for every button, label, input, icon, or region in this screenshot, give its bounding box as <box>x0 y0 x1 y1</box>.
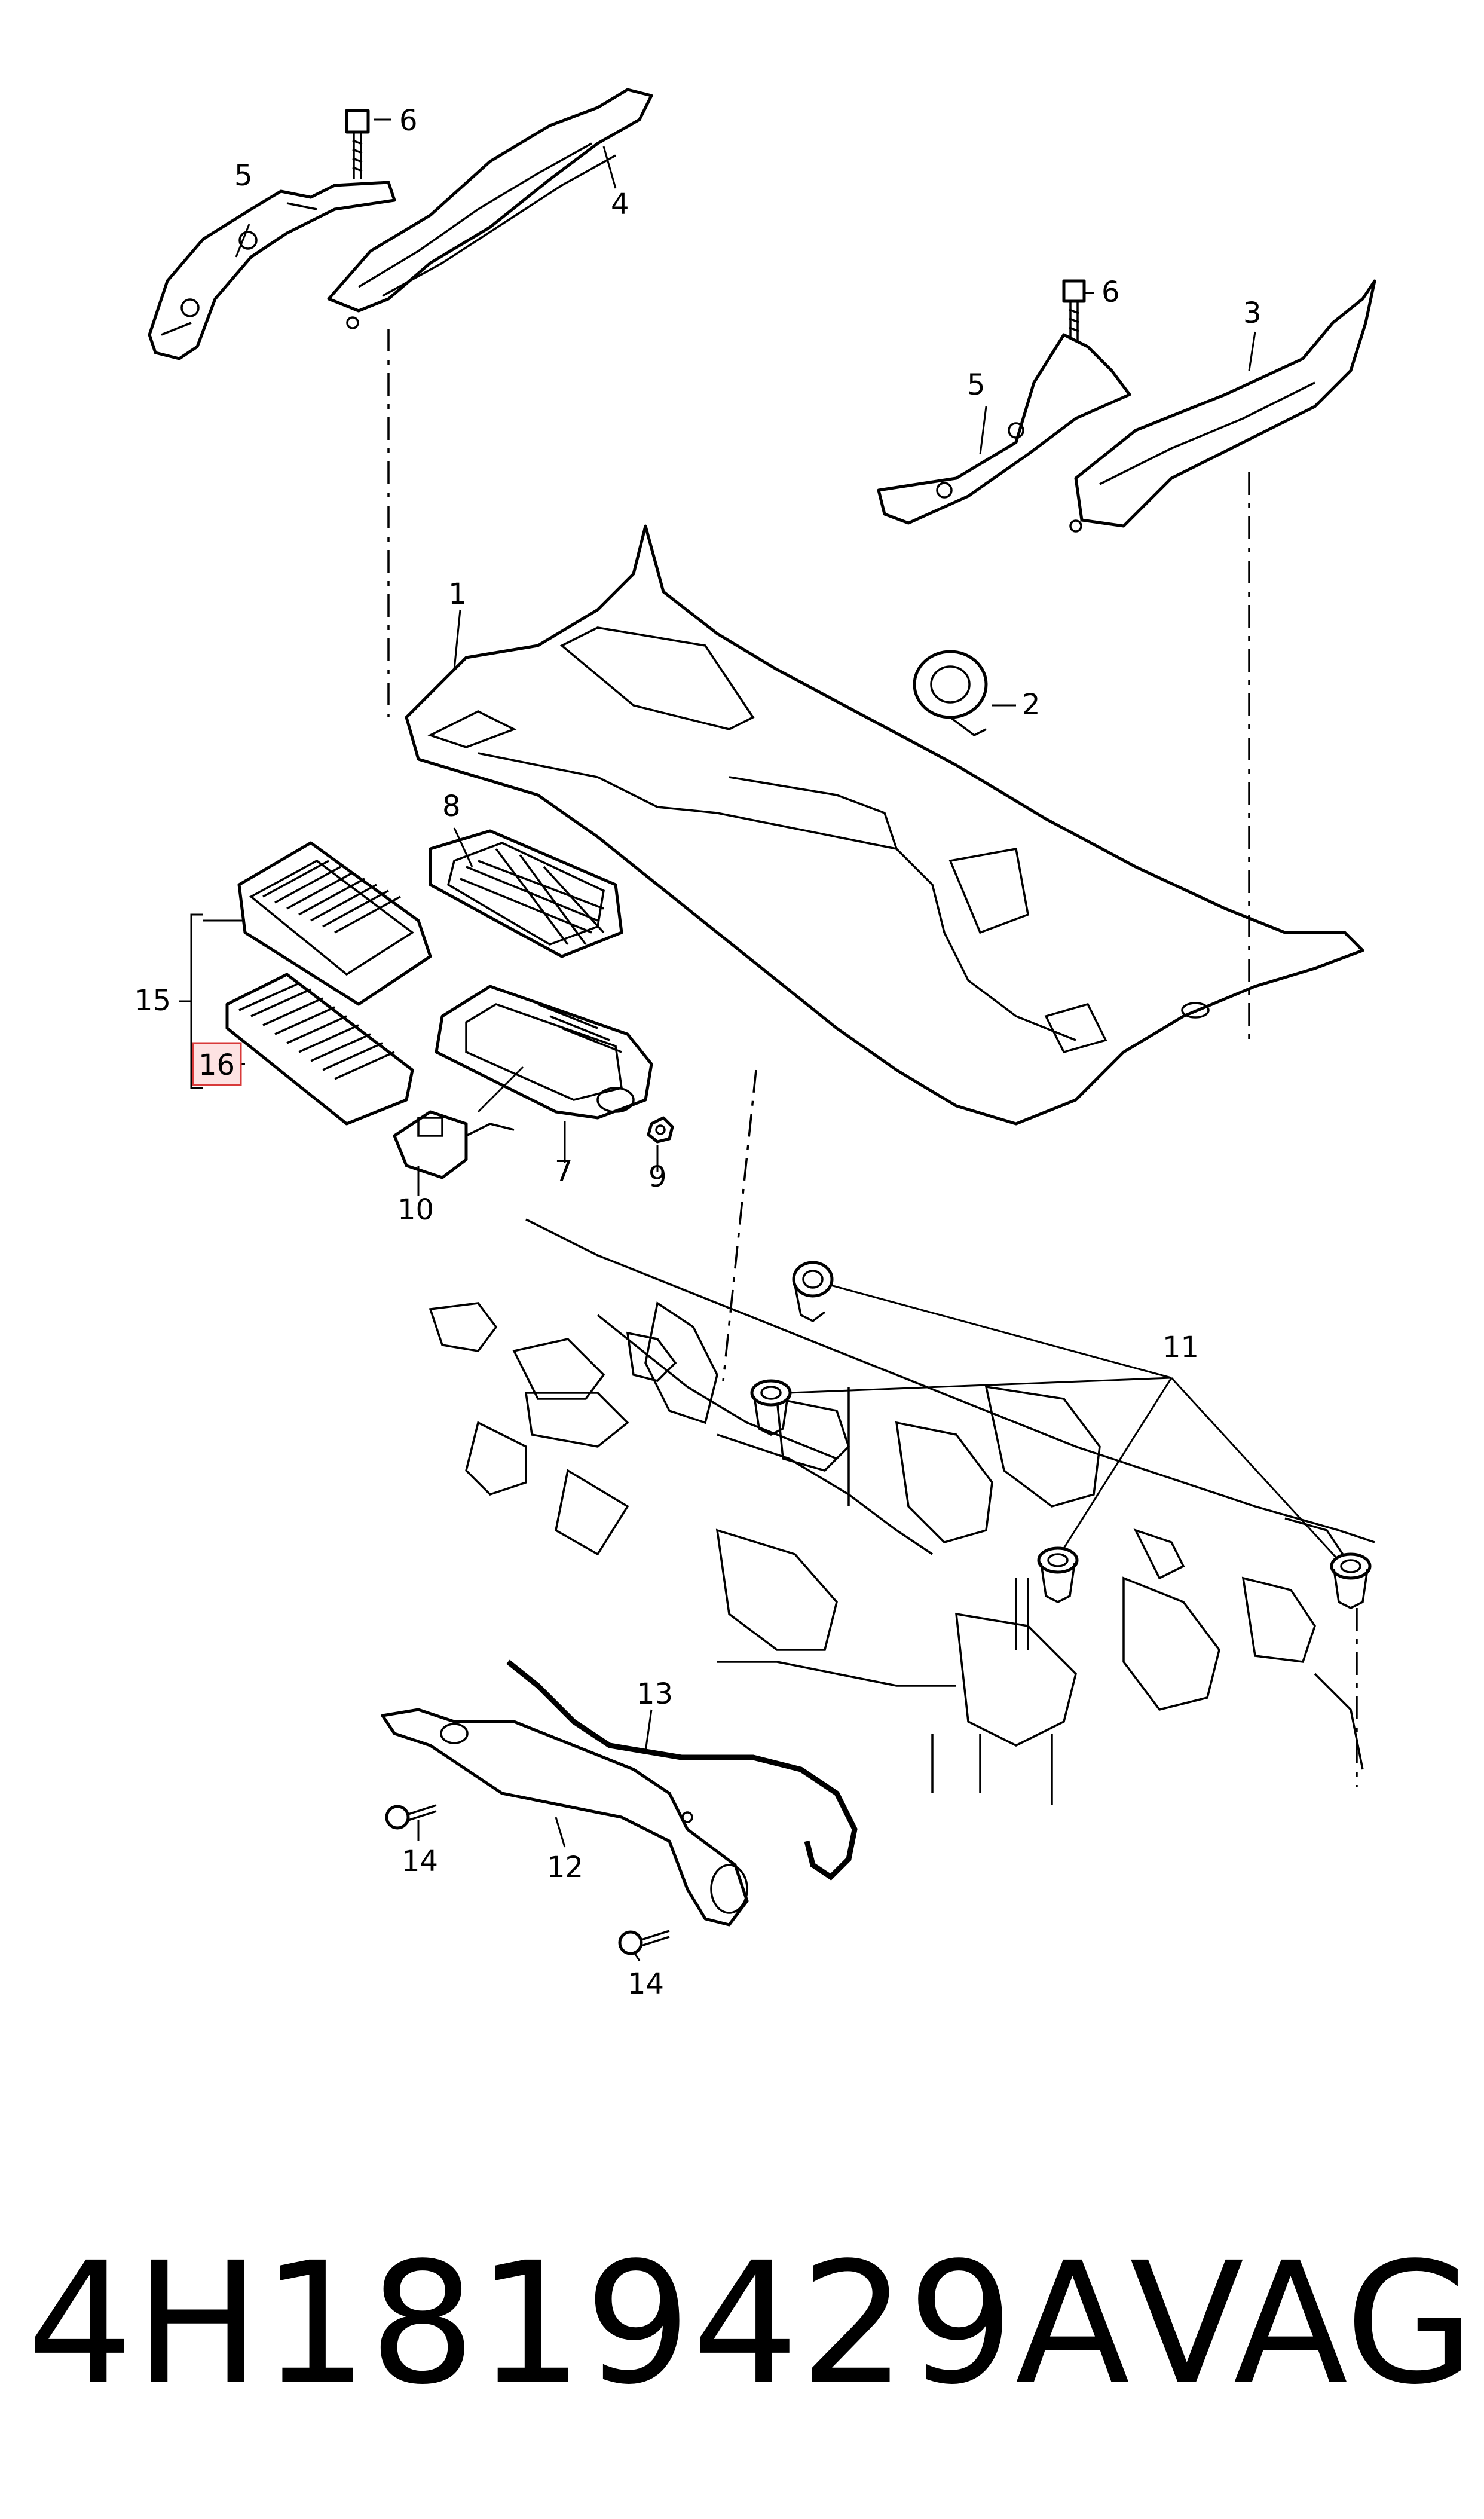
part-4-cover-strip <box>327 88 653 329</box>
callout-8: 8 <box>442 790 461 823</box>
callout-9: 9 <box>648 1160 667 1194</box>
part-2-tape-roll <box>913 650 988 737</box>
part-6-bolt-left <box>345 109 370 179</box>
callout-14-left: 14 <box>402 1845 438 1878</box>
grommet-2 <box>750 1379 792 1436</box>
part-15-cabin-filter <box>237 841 432 1006</box>
callout-6-right: 6 <box>1101 276 1120 309</box>
grommet-1 <box>792 1261 834 1323</box>
callout-10: 10 <box>397 1193 434 1227</box>
callout-7: 7 <box>555 1154 573 1188</box>
part-11-grommets <box>750 1261 1372 1609</box>
callout-11: 11 <box>1162 1331 1199 1364</box>
callout-1: 1 <box>448 577 467 611</box>
callout-13: 13 <box>637 1677 673 1711</box>
part-number-label: 4H1819429A <box>27 2227 1131 2422</box>
grommet-3 <box>1037 1546 1079 1603</box>
part-13-seal-strip <box>506 1659 858 1881</box>
part-16-filter-element <box>225 973 414 1126</box>
part-6-bolt-right <box>1062 279 1086 347</box>
grommet-4 <box>1330 1552 1372 1609</box>
part-9-nut <box>647 1116 674 1144</box>
callout-16: 16 <box>198 1048 235 1082</box>
part-1-plenum-panel <box>405 524 1364 1126</box>
callout-5-right: 5 <box>967 368 986 402</box>
callout-6-left: 6 <box>399 104 418 137</box>
callout-5-left: 5 <box>234 159 253 192</box>
part-7-filter-housing <box>435 985 653 1120</box>
alignment-lines <box>387 329 1358 1787</box>
callout-3: 3 <box>1243 296 1262 330</box>
callout-4: 4 <box>611 188 629 221</box>
part-3-right-cover <box>1069 279 1376 533</box>
callout-labels: 5 6 4 6 5 3 1 2 8 15 16 7 9 10 11 13 12 … <box>134 104 1262 2001</box>
leader-lines <box>179 118 1337 1961</box>
callout-14-right: 14 <box>628 1967 664 2001</box>
part-5-left-bracket <box>148 181 396 360</box>
exploded-parts-diagram: 5 6 4 6 5 3 1 2 8 15 16 7 9 10 11 13 12 … <box>134 88 1376 2001</box>
vehicle-body-structure <box>429 1218 1375 1805</box>
part-5-right-bracket <box>877 333 1131 525</box>
brand-label: VAG <box>1130 2227 1475 2422</box>
callout-16-highlight <box>192 1042 242 1086</box>
callout-12: 12 <box>547 1851 583 1884</box>
part-14-bolt-right <box>618 1930 670 1955</box>
part-14-bolt-left <box>385 1804 437 1830</box>
callout-2: 2 <box>1022 688 1041 722</box>
part-12-bracket <box>381 1708 749 1927</box>
part-10-sensor <box>393 1110 515 1179</box>
part-8-mesh-cover <box>429 829 623 958</box>
callout-15: 15 <box>134 984 171 1017</box>
